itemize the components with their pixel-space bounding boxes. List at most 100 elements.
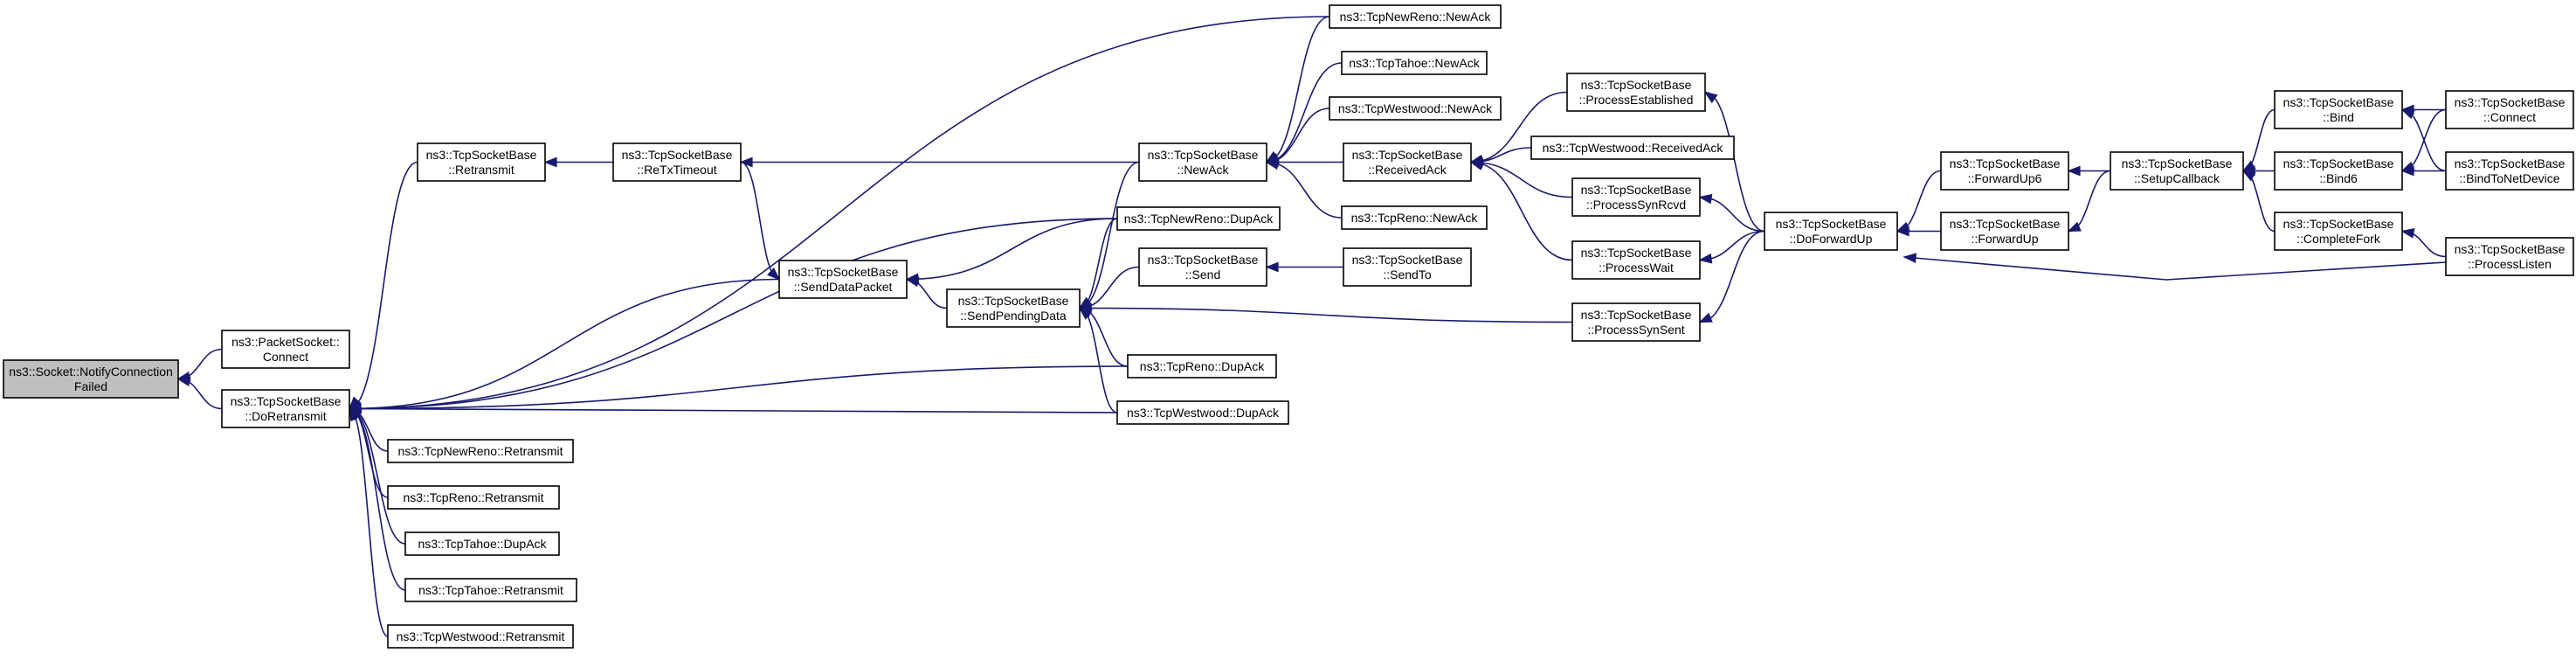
- node-label: ns3::TcpTahoe::DupAck: [418, 537, 547, 551]
- node-send-data-packet[interactable]: ns3::TcpSocketBase::SendDataPacket: [778, 260, 908, 299]
- node-retx-timeout[interactable]: ns3::TcpSocketBase::ReTxTimeout: [612, 142, 742, 182]
- node-label: ns3::TcpSocketBase: [1148, 253, 1259, 267]
- node-box: [1138, 247, 1267, 287]
- node-label: ::SendTo: [1383, 267, 1431, 281]
- node-label: ns3::TcpWestwood::DupAck: [1127, 406, 1280, 420]
- node-box: [221, 330, 350, 369]
- node-label: ns3::TcpSocketBase: [1581, 183, 1692, 197]
- edge-westwood-retransmit-to-do-retransmit: [349, 407, 389, 637]
- node-label: ::Connect: [2483, 110, 2536, 124]
- node-box: [778, 260, 908, 299]
- node-connect[interactable]: ns3::TcpSocketBase::Connect: [2445, 90, 2574, 129]
- node-forward-up6[interactable]: ns3::TcpSocketBase::ForwardUp6: [1940, 151, 2069, 191]
- node-label: ns3::TcpSocketBase: [231, 394, 342, 408]
- node-box: [221, 389, 350, 428]
- node-reno-retransmit[interactable]: ns3::TcpReno::Retransmit: [387, 485, 560, 510]
- node-tahoe-retransmit[interactable]: ns3::TcpTahoe::Retransmit: [404, 578, 577, 602]
- node-label: ns3::TcpSocketBase: [1581, 78, 1692, 92]
- edge-newreno-dupack-to-do-retransmit: [349, 218, 1118, 410]
- node-westwood-dupack[interactable]: ns3::TcpWestwood::DupAck: [1116, 400, 1289, 425]
- node-box: [387, 485, 560, 510]
- node-label: ns3::TcpSocketBase: [2283, 95, 2394, 109]
- node-newreno-retransmit[interactable]: ns3::TcpNewReno::Retransmit: [387, 439, 574, 463]
- node-send-to[interactable]: ns3::TcpSocketBase::SendTo: [1343, 247, 1472, 287]
- edge-send-data-packet-to-do-retransmit: [349, 278, 780, 410]
- node-process-syn-sent[interactable]: ns3::TcpSocketBase::ProcessSynSent: [1571, 302, 1701, 342]
- node-reno-dupack[interactable]: ns3::TcpReno::DupAck: [1127, 354, 1277, 379]
- node-received-ack[interactable]: ns3::TcpSocketBase::ReceivedAck: [1343, 142, 1472, 182]
- edge-retx-timeout-to-send-data-packet-arrowhead: [766, 267, 781, 281]
- node-label: ns3::TcpSocketBase: [1950, 217, 2061, 231]
- node-complete-fork[interactable]: ns3::TcpSocketBase::CompleteFork: [2274, 212, 2403, 251]
- node-box: [1341, 205, 1488, 230]
- node-bind[interactable]: ns3::TcpSocketBase::Bind: [2274, 90, 2403, 129]
- edge-do-forward-up-to-process-syn-rcvd-arrowhead: [1698, 193, 1713, 205]
- node-box: [1764, 212, 1898, 251]
- node-tahoe-dupack[interactable]: ns3::TcpTahoe::DupAck: [404, 531, 560, 556]
- node-label: ::ProcessWait: [1599, 261, 1674, 274]
- edge-process-listen-to-do-forward-up-arrowhead: [1903, 253, 1917, 264]
- edge-do-forward-up-to-process-established: [1704, 91, 1765, 233]
- node-label: ::ReceivedAck: [1368, 163, 1447, 177]
- node-process-syn-rcvd[interactable]: ns3::TcpSocketBase::ProcessSynRcvd: [1571, 177, 1701, 217]
- node-setup-callback[interactable]: ns3::TcpSocketBase::SetupCallback: [2110, 151, 2244, 191]
- node-label: ns3::TcpSocketBase: [788, 265, 899, 279]
- node-process-established[interactable]: ns3::TcpSocketBase::ProcessEstablished: [1566, 73, 1706, 112]
- edge-new-ack-to-retx-timeout-arrowhead: [739, 156, 753, 168]
- edge-process-listen-to-complete-fork-arrowhead: [2400, 228, 2415, 239]
- edge-setup-callback-to-forward-up: [2068, 170, 2111, 233]
- node-label: ::Retransmit: [448, 163, 515, 177]
- node-box: [1341, 51, 1488, 75]
- edge-newreno-newack-to-do-retransmit: [349, 16, 1330, 410]
- node-label: ns3::TcpSocketBase: [1581, 246, 1692, 260]
- node-newreno-newack[interactable]: ns3::TcpNewReno::NewAck: [1329, 4, 1502, 29]
- node-label: ns3::TcpSocketBase: [2283, 217, 2394, 231]
- edge-reno-retransmit-to-do-retransmit: [349, 407, 389, 498]
- node-label: ns3::TcpWestwood::ReceivedAck: [1543, 141, 1724, 155]
- edge-base-retransmit-to-do-retransmit: [349, 161, 418, 410]
- node-box: [1940, 151, 2069, 191]
- edge-process-listen-to-do-forward-up: [1903, 256, 2447, 281]
- node-box: [1127, 354, 1277, 379]
- edge-new-ack-to-send-pending-data: [1079, 161, 1140, 309]
- edge-retx-timeout-to-send-data-packet: [740, 161, 780, 281]
- edge-newreno-newack-to-new-ack: [1266, 16, 1330, 163]
- node-box: [1940, 212, 2069, 251]
- node-base-retransmit[interactable]: ns3::TcpSocketBase::Retransmit: [417, 142, 546, 182]
- node-westwood-receivedack[interactable]: ns3::TcpWestwood::ReceivedAck: [1530, 135, 1735, 160]
- edge-forward-up6-to-do-forward-up: [1896, 170, 1942, 233]
- node-label: ::NewAck: [1177, 163, 1229, 177]
- node-do-retransmit[interactable]: ns3::TcpSocketBase::DoRetransmit: [221, 389, 350, 428]
- node-packet-connect[interactable]: ns3::PacketSocket::Connect: [221, 330, 350, 369]
- node-box: [2274, 151, 2403, 191]
- node-forward-up[interactable]: ns3::TcpSocketBase::ForwardUp: [1940, 212, 2069, 251]
- node-label: ns3::TcpSocketBase: [1352, 253, 1463, 267]
- node-new-ack[interactable]: ns3::TcpSocketBase::NewAck: [1138, 142, 1267, 182]
- node-process-listen[interactable]: ns3::TcpSocketBase::ProcessListen: [2445, 237, 2574, 276]
- edge-westwood-retransmit-to-do-retransmit-arrowhead: [349, 407, 360, 422]
- node-westwood-newack[interactable]: ns3::TcpWestwood::NewAck: [1329, 96, 1502, 121]
- node-label: ns3::TcpNewReno::DupAck: [1124, 212, 1274, 226]
- edge-process-wait-to-received-ack: [1470, 161, 1573, 261]
- node-label: ::SendPendingData: [960, 309, 1067, 323]
- node-send-pending-data[interactable]: ns3::TcpSocketBase::SendPendingData: [946, 288, 1081, 328]
- node-process-wait[interactable]: ns3::TcpSocketBase::ProcessWait: [1571, 240, 1701, 280]
- edge-process-established-to-received-ack: [1470, 91, 1568, 163]
- edge-newreno-dupack-to-send-data-packet: [906, 218, 1118, 281]
- node-do-forward-up[interactable]: ns3::TcpSocketBase::DoForwardUp: [1764, 212, 1898, 251]
- node-base-send[interactable]: ns3::TcpSocketBase::Send: [1138, 247, 1267, 287]
- node-bind6[interactable]: ns3::TcpSocketBase::Bind6: [2274, 151, 2403, 191]
- node-newreno-dupack[interactable]: ns3::TcpNewReno::DupAck: [1116, 206, 1281, 231]
- edge-forward-up-to-do-forward-up-arrowhead: [1896, 226, 1910, 237]
- node-label: ns3::TcpTahoe::Retransmit: [418, 583, 563, 597]
- node-label: ns3::TcpTahoe::NewAck: [1349, 56, 1480, 70]
- node-label: ::SetupCallback: [2134, 171, 2220, 185]
- node-label: ::ForwardUp: [1971, 232, 2038, 246]
- edge-westwood-dupack-to-do-retransmit: [349, 407, 1118, 413]
- edge-setup-callback-to-forward-up6-arrowhead: [2067, 165, 2081, 177]
- node-bind-to-net-device[interactable]: ns3::TcpSocketBase::BindToNetDevice: [2445, 151, 2574, 191]
- node-westwood-retransmit[interactable]: ns3::TcpWestwood::Retransmit: [387, 624, 574, 649]
- node-tahoe-newack[interactable]: ns3::TcpTahoe::NewAck: [1341, 51, 1488, 75]
- node-reno-newack[interactable]: ns3::TcpReno::NewAck: [1341, 205, 1488, 230]
